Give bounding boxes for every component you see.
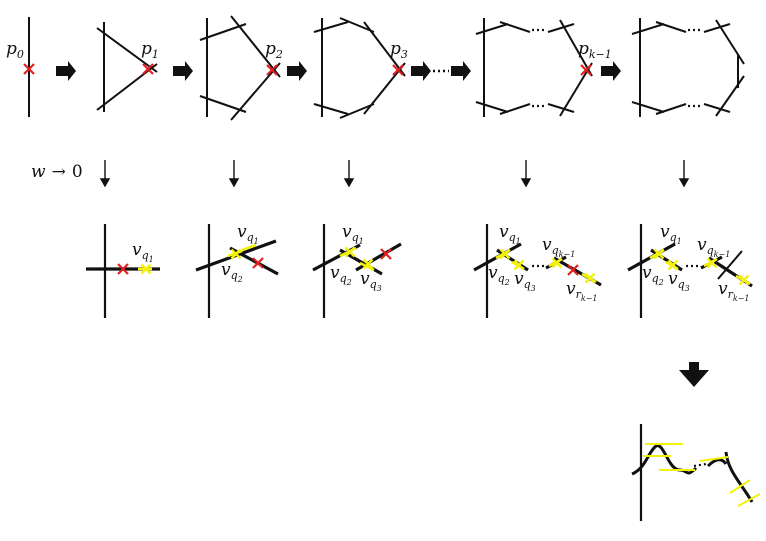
label-vqk-1: vqk−1 bbox=[697, 235, 730, 259]
label-vq3: vq3 bbox=[360, 269, 382, 293]
final-curve bbox=[631, 424, 754, 521]
arrow-down-icon bbox=[343, 160, 355, 188]
stage-2-curve bbox=[199, 15, 281, 121]
label-vrk-1: vrk−1 bbox=[718, 279, 750, 303]
arrow-right-icon bbox=[56, 61, 76, 81]
label-vq3: vq3 bbox=[514, 269, 536, 293]
stage-3-curve bbox=[313, 17, 406, 119]
point-labels-top: p0 p1 p2 p3 pk−1 bbox=[6, 39, 612, 61]
label-vq1: vq1 bbox=[660, 222, 682, 246]
arrow-down-icon bbox=[99, 160, 111, 188]
arrow-right-icon bbox=[451, 61, 471, 81]
vertex-labels: vq1 vq1 vq2 vq1 vq2 vq3 vq1 vq2 vq3 vqk−… bbox=[132, 222, 750, 303]
label-vrk-1: vrk−1 bbox=[566, 279, 598, 303]
final-highlight-lines bbox=[643, 443, 761, 507]
label-p1: p1 bbox=[141, 39, 159, 61]
label-pk-1: pk−1 bbox=[578, 39, 612, 61]
arrow-right-icon bbox=[411, 61, 431, 81]
arrow-down-icon bbox=[678, 160, 690, 188]
stage-k-minus-1-curve bbox=[475, 18, 593, 117]
label-vq1: vq1 bbox=[499, 222, 521, 246]
arrow-down-icon bbox=[679, 362, 709, 387]
marked-points-top bbox=[22, 62, 593, 77]
label-p0: p0 bbox=[6, 39, 24, 61]
arrow-right-icon bbox=[173, 61, 193, 81]
arrow-right-icon bbox=[287, 61, 307, 81]
stage-k-curve bbox=[631, 18, 745, 117]
label-p3: p3 bbox=[390, 39, 408, 61]
label-vq1: vq1 bbox=[237, 222, 259, 246]
arrow-right-icon bbox=[601, 61, 621, 81]
middle-row bbox=[86, 224, 753, 318]
label-vq1: vq1 bbox=[342, 222, 364, 246]
label-p2: p2 bbox=[265, 39, 283, 61]
label-vq3: vq3 bbox=[668, 269, 690, 293]
label-vq2: vq2 bbox=[642, 263, 664, 287]
stage-1-curve bbox=[96, 22, 158, 112]
label-vq2: vq2 bbox=[488, 263, 510, 287]
label-vq2: vq2 bbox=[221, 260, 243, 284]
final-arrow bbox=[679, 362, 709, 387]
stage-arrows bbox=[56, 61, 621, 81]
top-row bbox=[28, 15, 745, 121]
label-vq1: vq1 bbox=[132, 240, 154, 264]
limit-label: w→0 bbox=[31, 162, 83, 182]
arrow-down-icon bbox=[228, 160, 240, 188]
label-vq2: vq2 bbox=[330, 263, 352, 287]
label-vqk-1: vqk−1 bbox=[542, 235, 575, 259]
arrow-down-icon bbox=[520, 160, 532, 188]
limit-arrows bbox=[99, 160, 690, 188]
